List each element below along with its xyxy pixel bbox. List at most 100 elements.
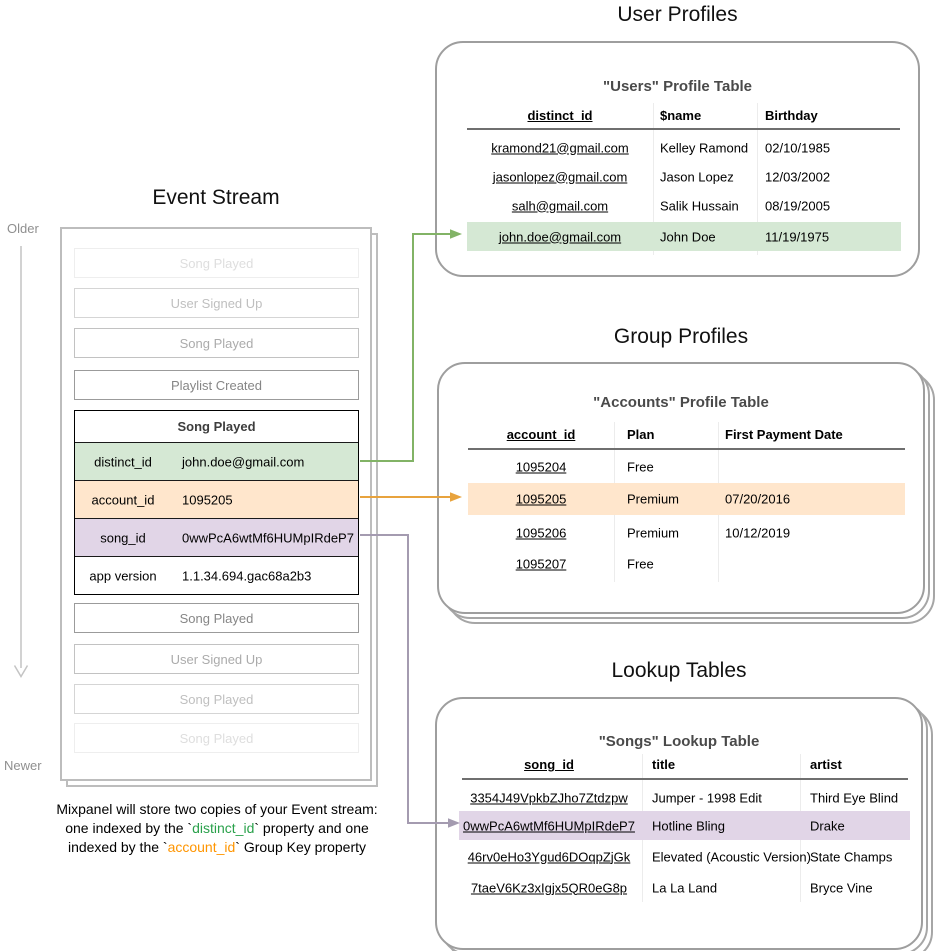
group-profiles-card: "Accounts" Profile Table account_id Plan… xyxy=(437,362,925,614)
cell-name: Kelley Ramond xyxy=(660,140,749,155)
table-row: 7taeV6Kz3xIgjx5QR0eG8p La La Land Bryce … xyxy=(437,873,921,902)
cell-name: John Doe xyxy=(660,229,716,244)
column-header-birthday: Birthday xyxy=(765,108,818,123)
column-header-plan: Plan xyxy=(627,427,655,442)
property-value: 1095205 xyxy=(182,492,233,507)
cell-plan: Free xyxy=(627,556,654,572)
column-divider xyxy=(653,103,654,255)
cell-account-id: 1095205 xyxy=(515,491,567,507)
event-stream-caption: Mixpanel will store two copies of your E… xyxy=(28,800,406,857)
table-row-highlighted: 1095205 Premium 07/20/2016 xyxy=(439,483,923,515)
column-header-song-id: song_id xyxy=(524,757,574,772)
cell-plan: Premium xyxy=(627,491,680,507)
cell-title: Jumper - 1998 Edit xyxy=(652,790,762,805)
column-header-name: $name xyxy=(660,108,702,123)
cell-account-id: 1095206 xyxy=(515,525,567,541)
selected-event-card: Song Played distinct_id john.doe@gmail.c… xyxy=(74,410,359,595)
songs-table-title: "Songs" Lookup Table xyxy=(598,733,760,750)
event-box: Song Played xyxy=(74,684,359,714)
table-row: 1095207 Free xyxy=(439,548,923,580)
highlight-band-orange xyxy=(468,483,905,515)
event-box: Playlist Created xyxy=(74,370,359,400)
older-label: Older xyxy=(7,221,39,236)
cell-first-payment-date: 10/12/2019 xyxy=(725,525,791,541)
caption-line-2: one indexed by the `distinct_id` propert… xyxy=(28,819,406,838)
event-property-row-account-id: account_id 1095205 xyxy=(75,481,358,519)
table-row-highlighted: john.doe@gmail.com John Doe 11/19/1975 xyxy=(437,222,918,251)
down-arrowhead-icon xyxy=(13,665,29,678)
table-row-highlighted: 0wwPcA6wtMf6HUMpIRdeP7 Hotline Bling Dra… xyxy=(437,811,921,840)
selected-event-title: Song Played xyxy=(75,411,358,443)
cell-distinct-id: salh@gmail.com xyxy=(511,198,609,213)
column-header-first-payment-date: First Payment Date xyxy=(725,427,843,442)
property-key: app version xyxy=(89,568,157,583)
distinct-id-token: distinct_id xyxy=(192,820,255,836)
event-box: Song Played xyxy=(74,723,359,753)
cell-artist: Bryce Vine xyxy=(810,880,873,895)
caption-text: ` property and one xyxy=(254,820,369,836)
event-property-row-distinct-id: distinct_id john.doe@gmail.com xyxy=(75,443,358,481)
accounts-table-title: "Accounts" Profile Table xyxy=(593,394,769,411)
header-divider xyxy=(468,448,905,450)
cell-first-payment-date: 07/20/2016 xyxy=(725,491,791,507)
timeline-arrow xyxy=(13,246,29,678)
event-stream-title: Event Stream xyxy=(152,186,280,209)
event-box: User Signed Up xyxy=(74,644,359,674)
cell-title: La La Land xyxy=(652,880,718,895)
cell-account-id: 1095207 xyxy=(515,556,567,572)
cell-title: Elevated (Acoustic Version) xyxy=(652,849,811,864)
cell-name: Salik Hussain xyxy=(660,198,739,213)
property-key: distinct_id xyxy=(94,454,152,469)
lookup-tables-section-title: Lookup Tables xyxy=(611,659,747,682)
column-header-account-id: account_id xyxy=(506,427,576,442)
table-row: kramond21@gmail.com Kelley Ramond 02/10/… xyxy=(437,133,918,162)
cell-song-id: 46rv0eHo3Ygud6DOqpZjGk xyxy=(467,849,631,864)
event-property-row-song-id: song_id 0wwPcA6wtMf6HUMpIRdeP7 xyxy=(75,519,358,557)
user-profiles-card: "Users" Profile Table distinct_id $name … xyxy=(435,41,920,277)
property-key: account_id xyxy=(91,492,155,507)
event-property-row-app-version: app version 1.1.34.694.gac68a2b3 xyxy=(75,557,358,594)
highlight-band-green xyxy=(467,222,901,251)
caption-text: one indexed by the ` xyxy=(65,820,193,836)
table-row: salh@gmail.com Salik Hussain 08/19/2005 xyxy=(437,191,918,220)
cell-distinct-id: jasonlopez@gmail.com xyxy=(492,169,628,184)
property-value: 1.1.34.694.gac68a2b3 xyxy=(182,568,312,583)
cell-song-id: 7taeV6Kz3xIgjx5QR0eG8p xyxy=(470,880,628,895)
cell-plan: Premium xyxy=(627,525,680,541)
column-header-artist: artist xyxy=(810,757,842,772)
users-table-title: "Users" Profile Table xyxy=(603,78,752,95)
event-box: Song Played xyxy=(74,248,359,278)
cell-plan: Free xyxy=(627,459,654,475)
newer-label: Newer xyxy=(4,758,42,773)
column-divider xyxy=(757,103,758,255)
event-box: Song Played xyxy=(74,328,359,358)
header-divider xyxy=(467,128,900,130)
cell-song-id: 0wwPcA6wtMf6HUMpIRdeP7 xyxy=(463,818,635,833)
column-header-distinct-id: distinct_id xyxy=(527,108,593,123)
property-value: 0wwPcA6wtMf6HUMpIRdeP7 xyxy=(182,530,354,545)
cell-title: Hotline Bling xyxy=(652,818,725,833)
column-header-title: title xyxy=(652,757,676,772)
cell-name: Jason Lopez xyxy=(660,169,734,184)
cell-birthday: 08/19/2005 xyxy=(765,198,831,213)
table-row: jasonlopez@gmail.com Jason Lopez 12/03/2… xyxy=(437,162,918,191)
cell-artist: Drake xyxy=(810,818,845,833)
cell-birthday: 12/03/2002 xyxy=(765,169,831,184)
property-value: john.doe@gmail.com xyxy=(182,454,305,469)
user-profiles-section-title: User Profiles xyxy=(617,3,738,26)
cell-birthday: 02/10/1985 xyxy=(765,140,831,155)
caption-text: ` Group Key property xyxy=(235,839,367,855)
cell-distinct-id: kramond21@gmail.com xyxy=(491,140,629,155)
event-box: Song Played xyxy=(74,603,359,633)
property-key: song_id xyxy=(100,530,146,545)
cell-account-id: 1095204 xyxy=(515,459,567,475)
lookup-tables-card: "Songs" Lookup Table song_id title artis… xyxy=(435,697,923,950)
table-row: 46rv0eHo3Ygud6DOqpZjGk Elevated (Acousti… xyxy=(437,842,921,871)
cell-artist: State Champs xyxy=(810,849,893,864)
caption-line-1: Mixpanel will store two copies of your E… xyxy=(56,801,378,817)
caption-line-3: indexed by the `account_id` Group Key pr… xyxy=(28,838,406,857)
cell-artist: Third Eye Blind xyxy=(810,790,899,805)
cell-song-id: 3354J49VpkbZJho7Ztdzpw xyxy=(470,790,628,805)
caption-text: indexed by the ` xyxy=(67,839,168,855)
cell-distinct-id: john.doe@gmail.com xyxy=(498,229,622,244)
